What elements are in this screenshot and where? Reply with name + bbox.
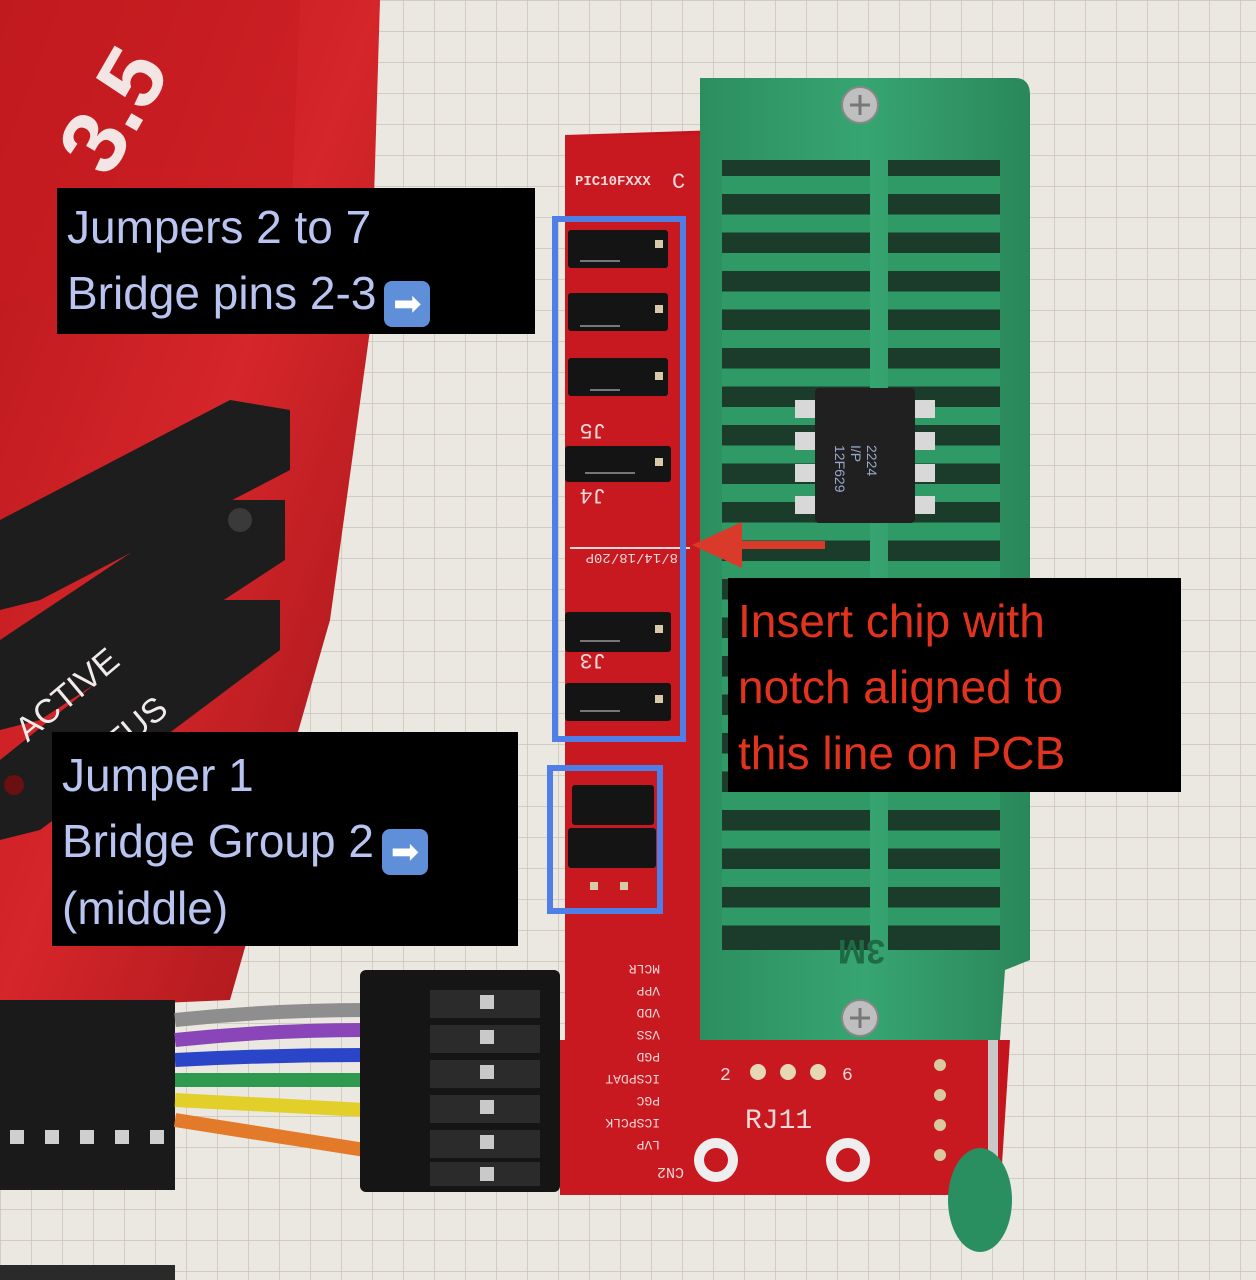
- chip-marking-2: I/P: [848, 445, 864, 462]
- highlight-box-jumpers-2-7: [552, 216, 686, 742]
- zif-slot-rib: [722, 869, 870, 887]
- zif-slot-rib: [888, 291, 1000, 310]
- label-insert-chip-line1: Insert chip with: [738, 595, 1045, 647]
- zif-slot-rib: [888, 792, 1000, 810]
- pcb-pin-label: PGD: [636, 1049, 660, 1064]
- pcb-label-mid: 8/14/18/20P: [586, 549, 678, 565]
- zif-slot-rib: [888, 253, 1000, 271]
- pcb-pin-label: ICSPCLK: [605, 1115, 660, 1130]
- zif-slot-rib: [888, 869, 1000, 887]
- chip-marking-3: 2224: [864, 445, 880, 476]
- label-insert-chip-line3: this line on PCB: [738, 727, 1066, 779]
- chip-marking-1: 12F629: [832, 445, 848, 493]
- label-jumpers-2-7-line1: Jumpers 2 to 7: [67, 201, 372, 253]
- svg-text:C: C: [672, 170, 685, 195]
- zif-slot-rib: [722, 176, 870, 194]
- zif-slot-rib: [888, 330, 1000, 348]
- ribbon-cable: [0, 1000, 367, 1280]
- pcb-label-j3: J3: [580, 647, 606, 672]
- zif-slot-rib: [722, 291, 870, 310]
- label-jumper-1-line3: (middle): [62, 882, 229, 934]
- zif-slot-rib: [722, 830, 870, 849]
- zif-slot-rib: [722, 253, 870, 271]
- highlight-box-jumper-1: [547, 765, 663, 914]
- pcb-label-top: PIC10FXXX: [575, 174, 651, 190]
- pcb-pin-label: VPP: [636, 983, 660, 998]
- zif-slot-rib: [722, 907, 870, 926]
- pcb-label-pin6: 6: [842, 1066, 853, 1086]
- label-jumper-1: Jumper 1 Bridge Group 2➡ (middle): [52, 732, 518, 946]
- zif-slot-rib: [888, 561, 1000, 579]
- right-arrow-icon: ➡: [384, 281, 431, 327]
- pcb-label-cn2: CN2: [657, 1163, 684, 1180]
- label-insert-chip-line2: notch aligned to: [738, 661, 1063, 713]
- jumper-headers: [565, 230, 671, 890]
- pcb-pin-label: VDD: [636, 1005, 660, 1020]
- label-jumper-1-line1: Jumper 1: [62, 749, 254, 801]
- right-arrow-icon: ➡: [381, 829, 428, 875]
- zif-slot-rib: [722, 561, 870, 579]
- zif-slot-rib: [722, 330, 870, 348]
- pcb-label-pin2: 2: [720, 1066, 731, 1086]
- label-jumper-1-line2: Bridge Group 2: [62, 815, 374, 867]
- pcb-label-rj11: RJ11: [745, 1106, 812, 1137]
- zif-slot-rib: [722, 214, 870, 233]
- pcb-pin-label: VSS: [636, 1027, 660, 1042]
- zif-slot-rib: [888, 830, 1000, 849]
- zif-slot-rib: [888, 907, 1000, 926]
- pcb-pin-label: MCLR: [629, 961, 660, 976]
- dip8-chip: 12F629 I/P 2224: [795, 388, 935, 523]
- pcb-pin-labels: MCLR VPP VDD VSS PGD ICSPDAT PGC ICSPCLK LVP: [605, 961, 660, 1152]
- icsp-connector: [360, 970, 560, 1192]
- zif-slot-rib: [722, 792, 870, 810]
- pcb-pin-label: PGC: [636, 1093, 660, 1108]
- zif-brand: 3M: [838, 932, 885, 970]
- zif-slot-rib: [888, 176, 1000, 194]
- pcb-pin-label: ICSPDAT: [605, 1071, 660, 1086]
- pcb-label-j4: J4: [580, 482, 606, 507]
- zif-slot-rib: [888, 522, 1000, 541]
- notch-pointer-arrow: [692, 522, 825, 568]
- label-insert-chip: Insert chip with notch aligned to this l…: [728, 578, 1181, 792]
- pcb-label-j5: J5: [580, 417, 606, 442]
- pcb-adapter: PIC10FXXX C: [560, 130, 1010, 1195]
- zif-slot-rib: [722, 368, 870, 387]
- label-jumpers-2-7: Jumpers 2 to 7 Bridge pins 2-3➡: [57, 188, 535, 334]
- zif-slot-rib: [888, 368, 1000, 387]
- pcb-pin-label: LVP: [636, 1137, 660, 1152]
- zif-slot-rib: [888, 214, 1000, 233]
- label-jumpers-2-7-line2: Bridge pins 2-3: [67, 267, 377, 319]
- zif-slot-rib: [722, 522, 870, 541]
